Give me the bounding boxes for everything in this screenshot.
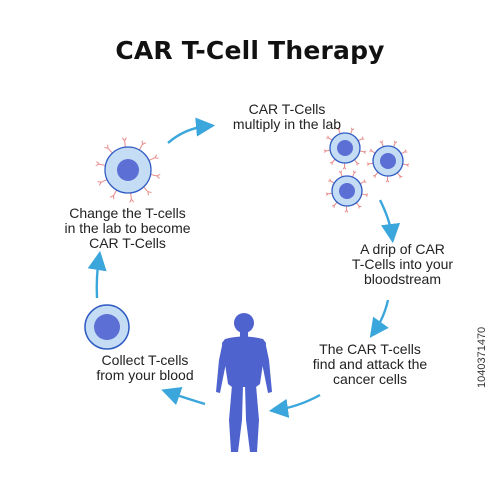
arrow-change-to-multiply <box>167 117 216 144</box>
receptor-branch <box>394 140 396 144</box>
receptor-branch <box>124 137 127 141</box>
receptor-branch <box>404 149 407 153</box>
human-body-icon <box>216 313 272 452</box>
receptor-branch <box>109 195 114 198</box>
receptor-spike <box>107 147 113 154</box>
arrow-collect-to-change <box>87 250 107 299</box>
receptor-branch <box>346 209 349 213</box>
receptor-spike <box>402 163 407 166</box>
receptor-branch <box>156 173 161 177</box>
receptor-branch <box>323 150 327 153</box>
receptor-branch <box>98 181 102 186</box>
receptor-branch <box>147 191 152 194</box>
receptor-spike <box>359 181 365 185</box>
image-id-text: 1040371470 <box>476 326 488 388</box>
receptor-branch <box>338 170 342 174</box>
receptor-branch <box>344 166 347 170</box>
receptor-spike <box>150 174 157 177</box>
receptor-branch <box>336 127 340 131</box>
receptor-branch <box>97 181 102 183</box>
receptor-branch <box>325 193 329 196</box>
receptor-branch <box>154 154 158 159</box>
receptor-spike <box>374 171 379 176</box>
step-change-label: Change the T-cells in the lab to become … <box>64 205 191 251</box>
receptor-spike <box>330 180 335 184</box>
receptor-branch <box>399 175 403 178</box>
receptor-branch <box>351 127 353 131</box>
car-t-cell-icon <box>95 137 161 203</box>
receptor-spike <box>333 201 338 206</box>
arrow-drip-to-attack <box>369 299 390 338</box>
receptor-spike <box>357 138 363 142</box>
step-collect-label: Collect T-cells from your blood <box>96 352 194 383</box>
receptor-spike <box>328 137 333 141</box>
receptor-spike <box>361 193 366 196</box>
receptor-branch <box>366 163 370 166</box>
cell-nucleus <box>339 183 355 199</box>
receptor-branch <box>96 161 100 165</box>
cell-nucleus <box>337 140 353 156</box>
receptor-branch <box>130 198 135 203</box>
receptor-branch <box>121 137 126 142</box>
receptor-branch <box>95 163 100 167</box>
receptor-branch <box>104 146 109 149</box>
receptor-branch <box>387 179 390 183</box>
receptor-spike <box>331 158 336 163</box>
receptor-spike <box>381 142 384 147</box>
cell-nucleus <box>117 159 139 181</box>
receptor-spike <box>352 172 355 178</box>
receptor-spike <box>113 189 118 196</box>
receptor-spike <box>368 162 374 165</box>
receptor-branch <box>363 179 366 183</box>
arrow-collect-to-loop <box>161 386 206 406</box>
receptor-spike <box>143 186 149 193</box>
step-attack-label: The CAR T-cells find and attack the canc… <box>312 341 428 387</box>
car-t-cell-small-icon <box>366 140 410 183</box>
cell-nucleus <box>380 153 396 169</box>
step-multiply-label: CAR T-Cells multiply in the lab <box>232 101 342 132</box>
receptor-branch <box>147 191 149 196</box>
receptor-spike <box>350 129 353 135</box>
receptor-branch <box>365 193 369 196</box>
step-drip-label: A drip of CAR T-Cells into your bloodstr… <box>351 241 454 287</box>
arrow-multiply-to-drip <box>378 199 401 244</box>
receptor-spike <box>393 142 396 148</box>
receptor-spike <box>355 202 360 207</box>
receptor-spike <box>371 150 376 154</box>
receptor-spike <box>138 144 143 151</box>
car-t-cell-small-icon <box>325 170 369 213</box>
receptor-branch <box>142 142 147 145</box>
receptor-branch <box>129 199 132 203</box>
arrow-attack-to-body <box>268 393 321 418</box>
receptor-spike <box>396 172 401 177</box>
diagram-title: CAR T-Cell Therapy <box>115 36 385 65</box>
receptor-spike <box>130 192 132 200</box>
receptor-spike <box>359 150 364 153</box>
receptor-spike <box>99 163 106 166</box>
receptor-branch <box>358 205 362 208</box>
receptor-branch <box>361 136 364 140</box>
receptor-spike <box>327 192 333 195</box>
receptor-spike <box>353 159 358 164</box>
receptor-spike <box>338 129 341 134</box>
receptor-spike <box>340 172 343 177</box>
receptor-branch <box>379 140 383 144</box>
receptor-spike <box>101 179 108 183</box>
receptor-branch <box>353 170 355 174</box>
receptor-branch <box>363 150 367 153</box>
receptor-branch <box>356 162 360 165</box>
receptor-spike <box>148 157 155 161</box>
receptor-spike <box>124 140 126 148</box>
car-t-cell-small-icon <box>323 127 367 170</box>
receptor-spike <box>325 149 331 152</box>
receptor-branch <box>154 157 159 159</box>
receptor-branch <box>406 163 410 166</box>
receptor-spike <box>400 151 406 155</box>
receptor-branch <box>156 175 160 179</box>
t-cell-icon <box>84 304 130 350</box>
receptor-branch <box>107 144 109 149</box>
